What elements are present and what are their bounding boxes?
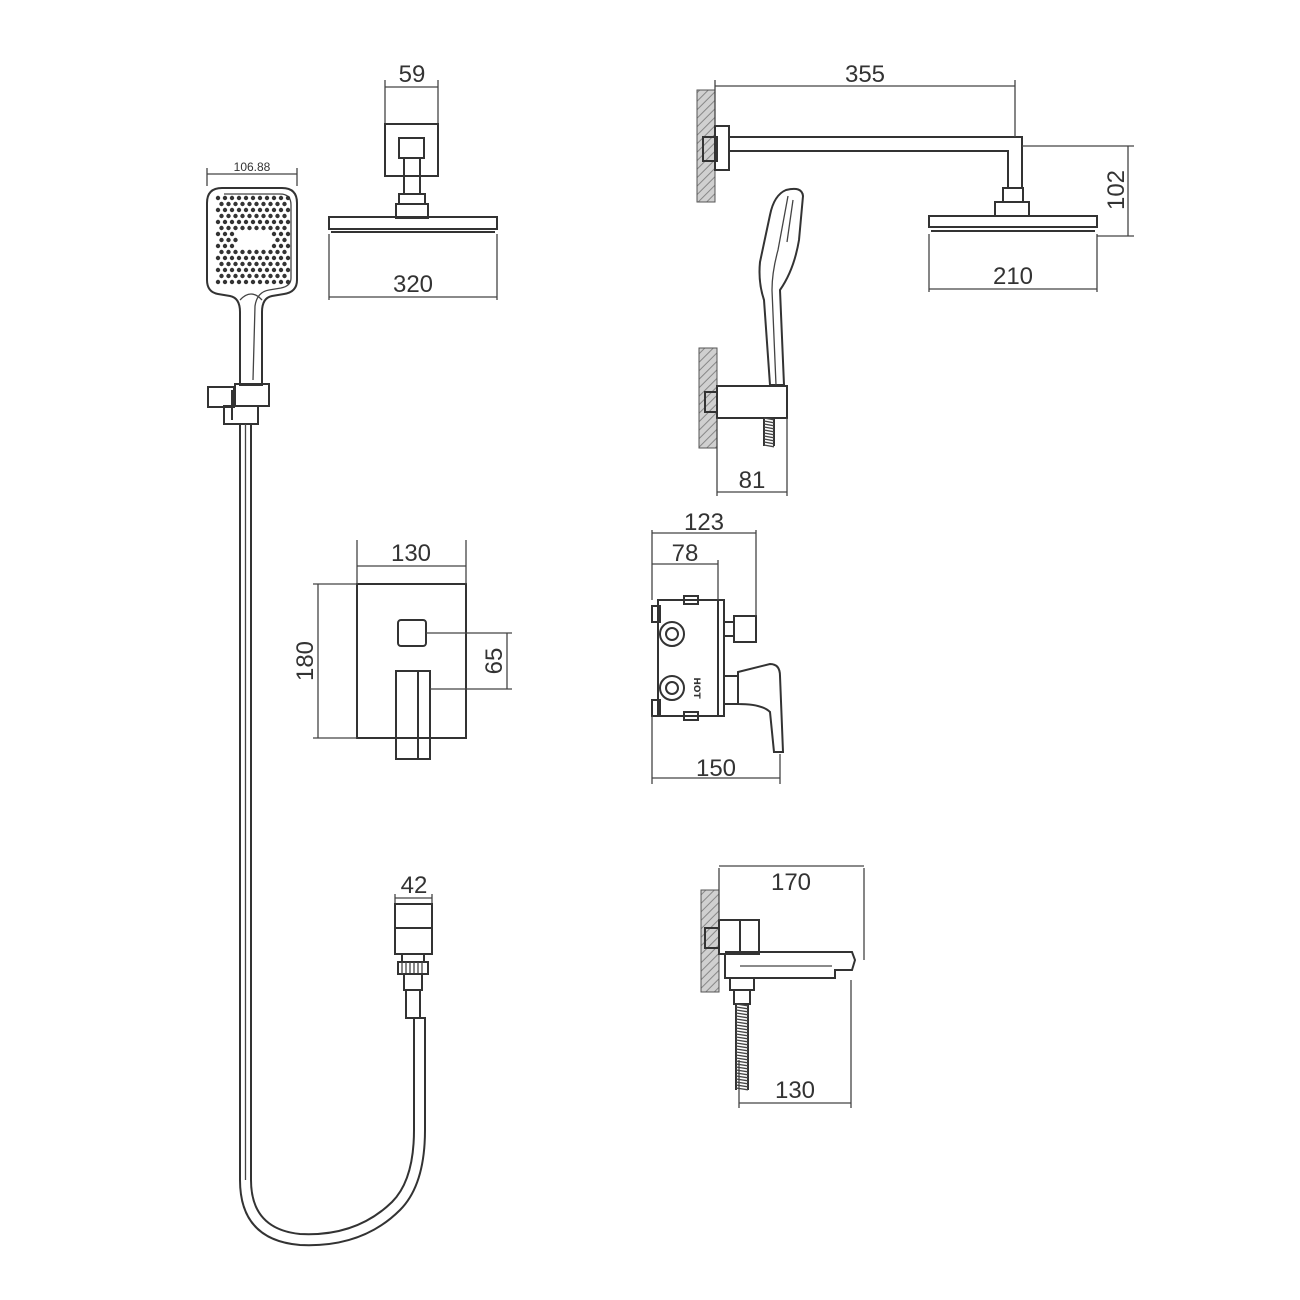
rain-head-body (328, 216, 498, 230)
handheld-button (239, 293, 263, 301)
bath-spout: 170 130 (700, 865, 865, 1108)
shower-arm (729, 136, 1023, 189)
dim-plate-width: 130 (356, 540, 467, 584)
dim-valve-handle-label: 150 (696, 755, 736, 782)
dim-valve-total: 123 (651, 509, 757, 616)
arm-head-joint (994, 201, 1030, 217)
wall-hatch-arm (696, 89, 716, 203)
hot-label: HOT (691, 677, 701, 699)
handheld-swivel (223, 405, 259, 425)
dim-valve-handle: 150 (651, 716, 781, 784)
handheld-side-view: 81 (698, 187, 805, 496)
arm-wall-plate (714, 125, 730, 171)
side-head-body (928, 215, 1098, 228)
dim-rain-head-width: 320 (328, 234, 498, 300)
dim-spout-length: 170 (718, 865, 865, 960)
ceiling-rain-shower: 59 320 (328, 61, 498, 300)
shower-hose-outer (239, 424, 426, 1247)
wall-hatch-spout (700, 889, 720, 993)
ceiling-flange-inner (398, 137, 425, 159)
handheld-wall-mount (207, 386, 235, 408)
diverter-button (397, 619, 427, 647)
ceiling-flange (384, 123, 439, 177)
valve-lever-side (737, 662, 785, 753)
mixer-plate-front: 130 180 65 (292, 540, 512, 760)
dim-head-drop-label: 102 (1103, 170, 1130, 210)
dim-head-drop: 102 (1022, 145, 1134, 237)
valve-diverter-knob (733, 615, 757, 643)
dim-plate-height: 180 (292, 583, 357, 739)
holder-body (716, 385, 788, 419)
handheld-holder (234, 383, 270, 407)
dim-valve-body-label: 78 (672, 540, 699, 567)
mixer-lever (395, 670, 431, 760)
wall-hatch-holder (698, 347, 718, 449)
dim-handheld-width-label: 106.88 (234, 160, 271, 174)
holder-hose-thread (763, 417, 775, 448)
spout-hose-thread (735, 1003, 749, 1091)
dim-plate-width-label: 130 (391, 540, 431, 567)
dim-hose-connector: 42 (394, 872, 433, 930)
dim-plate-height-label: 180 (292, 641, 319, 681)
dim-button-to-lever-label: 65 (481, 648, 508, 675)
spout-hose-sleeve (733, 989, 751, 1005)
valve-plate-edge (717, 599, 725, 717)
wall-arm-shower: 355 102 210 (696, 61, 1134, 292)
connector-body (394, 927, 433, 955)
dim-hose-connector-label: 42 (401, 872, 428, 899)
valve-port-hot (659, 675, 685, 701)
arm-wall-flange (702, 136, 718, 162)
dim-rain-head-width-label: 320 (393, 271, 433, 298)
dim-side-head-width-label: 210 (993, 263, 1033, 290)
connector-hose-nut (403, 973, 423, 991)
mixer-valve-side: HOT 123 78 150 (651, 509, 785, 784)
dim-spout-length-label: 170 (771, 869, 811, 896)
mixer-cover-plate (356, 583, 467, 739)
connector-flange (394, 903, 433, 929)
dim-ceiling-connector-label: 59 (399, 61, 426, 88)
handheld-nozzle-grid (215, 195, 291, 285)
dim-handheld-width: 106.88 (206, 160, 298, 186)
dim-arm-length-label: 355 (845, 61, 885, 88)
arm-head-nut (1002, 187, 1024, 203)
dim-valve-total-label: 123 (684, 509, 724, 536)
handheld-shower-assembly: 106.88 (206, 160, 426, 1247)
spout-hose-nut (729, 977, 755, 991)
handheld-side-inner (771, 195, 789, 386)
ceiling-head-nut (398, 193, 426, 205)
connector-hose-sleeve (405, 989, 421, 1019)
dim-spout-projection-label: 130 (775, 1077, 815, 1104)
spout-body (724, 951, 857, 979)
dim-arm-length: 355 (714, 61, 1016, 137)
dim-spout-projection: 130 (738, 980, 852, 1108)
dim-side-head-width: 210 (928, 234, 1098, 292)
connector-nut (401, 953, 425, 963)
dim-holder-depth-label: 81 (739, 467, 766, 494)
hose-wall-connector: 42 (394, 872, 433, 1019)
dim-holder-depth: 81 (716, 418, 788, 496)
valve-port-cold (659, 621, 685, 647)
dim-ceiling-connector: 59 (384, 61, 439, 124)
handheld-side-profile (758, 187, 805, 386)
handheld-side-face (786, 199, 794, 243)
dim-button-to-lever: 65 (426, 632, 512, 690)
ceiling-head-joint (395, 203, 429, 219)
dim-valve-body: 78 (652, 540, 719, 600)
